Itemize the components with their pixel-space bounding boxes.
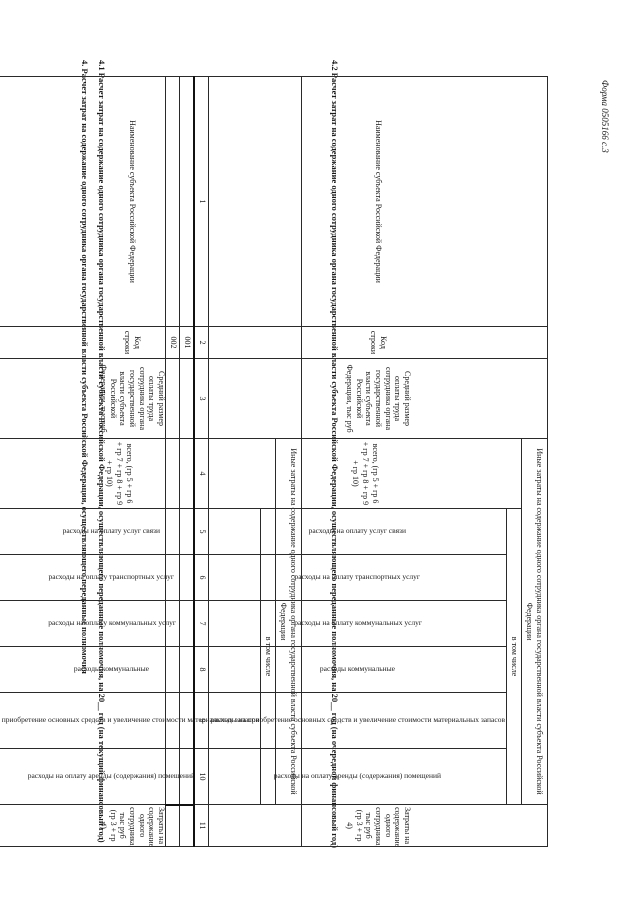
cell[interactable] xyxy=(179,646,195,693)
cell-name[interactable] xyxy=(179,76,195,327)
cell[interactable] xyxy=(179,600,195,647)
cell[interactable] xyxy=(165,804,180,847)
col-number: 5 xyxy=(194,508,209,555)
header-col-10: расходы на оплату аренды (содержания) по… xyxy=(208,748,507,805)
header-avg-salary: Средний размер оплаты труда сотрудника о… xyxy=(208,358,548,439)
cell[interactable] xyxy=(179,804,195,847)
col-number: 4 xyxy=(194,438,209,509)
cell[interactable] xyxy=(179,358,195,439)
header-col-5: расходы на оплату услуг связи xyxy=(208,508,507,555)
header-col-6: расходы на оплату транспортных услуг xyxy=(208,554,507,601)
cell[interactable] xyxy=(165,358,180,439)
cell[interactable] xyxy=(165,748,180,805)
table-row: 002 xyxy=(165,76,180,847)
cell[interactable] xyxy=(165,692,180,749)
header-col-9: расходы на приобретение основных средств… xyxy=(208,692,507,749)
header-col-8: расходы коммунальные xyxy=(208,646,507,693)
cell[interactable] xyxy=(165,508,180,555)
col-number: 3 xyxy=(194,358,209,439)
header-total: всего, (гр 5 + гр 6 + гр 7 + гр 8 + гр 9… xyxy=(208,438,522,509)
cell[interactable] xyxy=(165,438,180,509)
column-numbers-row: 1 2 3 4 5 6 7 8 9 10 11 xyxy=(194,76,209,847)
cell[interactable] xyxy=(179,438,195,509)
col-number: 9 xyxy=(194,692,209,749)
form-code: Форма 0505166 с.3 xyxy=(600,80,610,153)
col-number: 2 xyxy=(194,326,209,359)
col-number: 8 xyxy=(194,646,209,693)
cell-code: 002 xyxy=(165,326,180,359)
header-col-7: расходы на оплату коммунальных услуг xyxy=(208,600,507,647)
col-number: 7 xyxy=(194,600,209,647)
cell[interactable] xyxy=(165,554,180,601)
col-number: 10 xyxy=(194,748,209,805)
cell[interactable] xyxy=(165,600,180,647)
col-number: 6 xyxy=(194,554,209,601)
table-row: 001 xyxy=(179,76,195,847)
cell[interactable] xyxy=(179,748,195,805)
cell[interactable] xyxy=(165,646,180,693)
col-number: 11 xyxy=(194,804,209,847)
cell-code: 001 xyxy=(179,326,195,359)
header-col-11: Затраты на содержание одного сотрудника,… xyxy=(208,804,548,847)
header-code: Код строки xyxy=(208,326,548,359)
cell[interactable] xyxy=(179,508,195,555)
cell[interactable] xyxy=(179,554,195,601)
header-incl: в том числе xyxy=(506,508,522,805)
cell-name[interactable] xyxy=(165,76,180,327)
header-name: Наименование субъекта Российской Федерац… xyxy=(208,76,548,327)
header-other-costs: Иные затраты на содержание одного сотруд… xyxy=(521,438,548,805)
table-4-2: Наименование субъекта Российской Федерац… xyxy=(165,76,548,847)
cell[interactable] xyxy=(179,692,195,749)
col-number: 1 xyxy=(194,76,209,327)
